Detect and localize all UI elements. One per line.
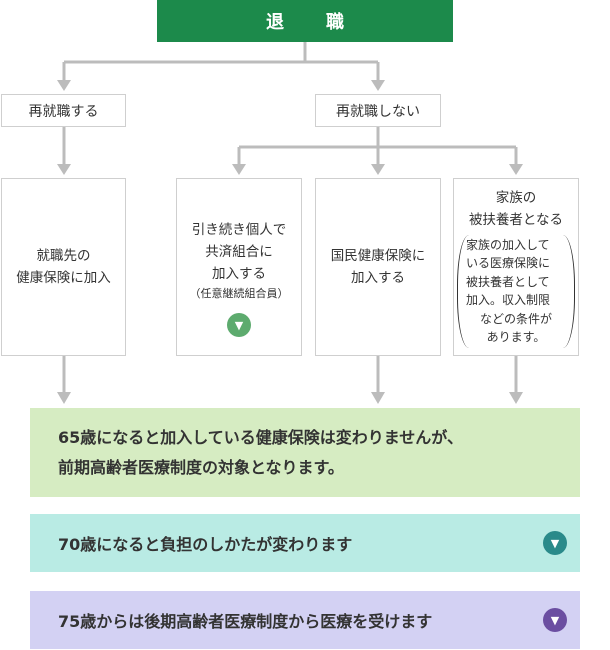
- band-age-65: 65歳になると加入している健康保険は変わりませんが、 前期高齢者医療制度の対象と…: [30, 408, 580, 497]
- band-age-70[interactable]: 70歳になると負担のしかたが変わります ▼: [30, 514, 580, 572]
- band-70-text: 70歳になると負担のしかたが変わります: [58, 535, 353, 554]
- card-dependent-line1: 家族の: [495, 189, 537, 206]
- card-continue-mutual-aid[interactable]: 引き続き個人で 共済組合に 加入する （任意継続組合員） ▼: [176, 178, 302, 356]
- card-employer-line2: 健康保険に加入: [16, 270, 111, 286]
- detail-line: あります。: [486, 330, 546, 344]
- branch-no-reemploy: 再就職しない: [315, 94, 441, 127]
- card-national-line1: 国民健康保険に: [330, 248, 426, 264]
- card-employer-insurance: 就職先の 健康保険に加入: [1, 178, 126, 356]
- card-dependent: 家族の 被扶養者となる 家族の加入して いる医療保険に 被扶養者として 加入。収…: [453, 178, 579, 356]
- band-65-line1: 65歳になると加入している健康保険は変わりませんが、: [58, 427, 463, 447]
- detail-line: などの条件が: [479, 311, 552, 326]
- triangle-down-icon: ▼: [234, 318, 244, 332]
- card-national-insurance: 国民健康保険に 加入する: [315, 178, 441, 356]
- triangle-down-icon: ▼: [550, 536, 560, 550]
- detail-line: いる医療保険に: [466, 256, 551, 270]
- card-national-line2: 加入する: [351, 270, 405, 286]
- card-dependent-line2: 被扶養者となる: [468, 211, 564, 228]
- card-continue-line1: 引き続き個人で: [191, 222, 287, 238]
- expand-age70-button[interactable]: ▼: [543, 531, 567, 555]
- card-dependent-detail: 家族の加入して いる医療保険に 被扶養者として 加入。収入制限 などの条件が あ…: [457, 234, 575, 348]
- card-continue-line2: 共済組合に: [205, 244, 273, 260]
- branch-reemploy: 再就職する: [1, 94, 126, 127]
- detail-line: 加入。収入制限: [466, 293, 551, 307]
- card-continue-note: （任意継続組合員）: [189, 287, 289, 300]
- expand-age75-button[interactable]: ▼: [543, 608, 567, 632]
- card-continue-line3: 加入する: [212, 266, 266, 282]
- retirement-header: 退 職: [157, 0, 453, 42]
- detail-line: 家族の加入して: [466, 237, 550, 252]
- triangle-down-icon: ▼: [550, 613, 560, 627]
- expand-continue-button[interactable]: ▼: [227, 313, 251, 337]
- detail-line: 被扶養者として: [466, 274, 550, 289]
- band-75-text: 75歳からは後期高齢者医療制度から医療を受けます: [58, 612, 433, 631]
- band-65-line2: 前期高齢者医療制度の対象となります。: [58, 457, 344, 477]
- card-employer-line1: 就職先の: [36, 248, 91, 264]
- band-age-75[interactable]: 75歳からは後期高齢者医療制度から医療を受けます ▼: [30, 591, 580, 649]
